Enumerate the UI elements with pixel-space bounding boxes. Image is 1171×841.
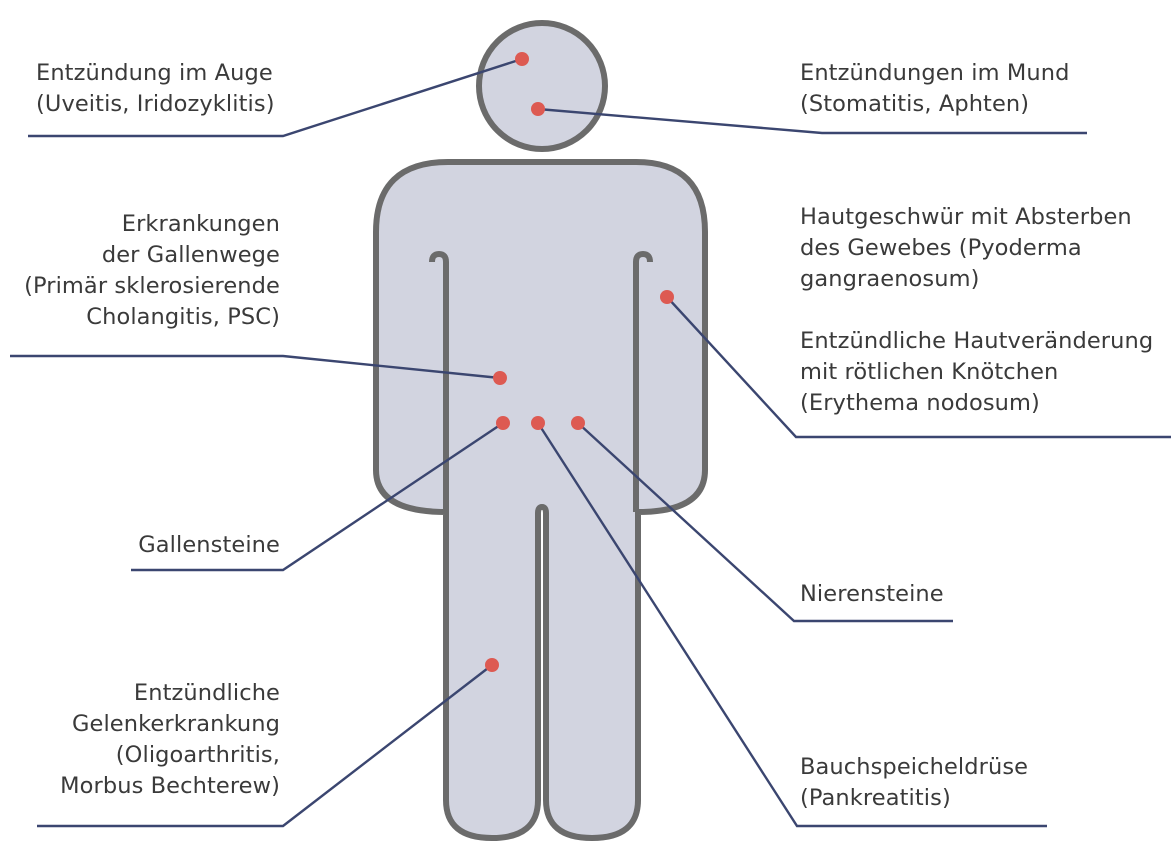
label-pancreas-line: (Pankreatitis) (800, 783, 1028, 814)
label-bile-ducts: Erkrankungen der Gallenwege (Primär skle… (24, 209, 280, 333)
label-pyoderma-line: des Gewebes (Pyoderma (800, 233, 1132, 264)
marker-mouth (531, 102, 545, 116)
body-silhouette (376, 162, 705, 838)
marker-kidneystones (571, 416, 585, 430)
label-pyoderma: Hautgeschwür mit Absterben des Gewebes (… (800, 202, 1132, 295)
marker-gallstones (496, 416, 510, 430)
marker-eye (515, 52, 529, 66)
label-erythema-line: (Erythema nodosum) (800, 388, 1153, 419)
label-pyoderma-line: Hautgeschwür mit Absterben (800, 202, 1132, 233)
label-erythema: Entzündliche Hautveränderung mit rötlich… (800, 326, 1153, 419)
label-joint-line: Entzündliche (60, 678, 280, 709)
marker-pancreas (531, 416, 545, 430)
head-shape (479, 23, 605, 149)
marker-skin (660, 290, 674, 304)
label-eye: Entzündung im Auge (Uveitis, Iridozyklit… (36, 58, 275, 120)
label-pyoderma-line: gangraenosum) (800, 264, 1132, 295)
label-kidneystones-line: Nierensteine (800, 579, 944, 610)
marker-bile (493, 371, 507, 385)
label-erythema-line: Entzündliche Hautveränderung (800, 326, 1153, 357)
label-joint-line: (Oligoarthritis, (60, 740, 280, 771)
label-bile-line: Cholangitis, PSC) (24, 302, 280, 333)
label-bile-line: der Gallenwege (24, 240, 280, 271)
label-gallstones: Gallensteine (138, 530, 280, 561)
label-mouth: Entzündungen im Mund (Stomatitis, Aphten… (800, 58, 1070, 120)
label-kidneystones: Nierensteine (800, 579, 944, 610)
label-eye-line: Entzündung im Auge (36, 58, 275, 89)
label-mouth-line: Entzündungen im Mund (800, 58, 1070, 89)
marker-joint (485, 658, 499, 672)
label-bile-line: (Primär sklerosierende (24, 271, 280, 302)
label-erythema-line: mit rötlichen Knötchen (800, 357, 1153, 388)
label-pancreas-line: Bauchspeicheldrüse (800, 752, 1028, 783)
label-eye-line: (Uveitis, Iridozyklitis) (36, 89, 275, 120)
label-pancreas: Bauchspeicheldrüse (Pankreatitis) (800, 752, 1028, 814)
label-joint-disease: Entzündliche Gelenkerkrankung (Oligoarth… (60, 678, 280, 802)
label-mouth-line: (Stomatitis, Aphten) (800, 89, 1070, 120)
label-joint-line: Morbus Bechterew) (60, 771, 280, 802)
label-bile-line: Erkrankungen (24, 209, 280, 240)
label-joint-line: Gelenkerkrankung (60, 709, 280, 740)
label-gallstones-line: Gallensteine (138, 530, 280, 561)
